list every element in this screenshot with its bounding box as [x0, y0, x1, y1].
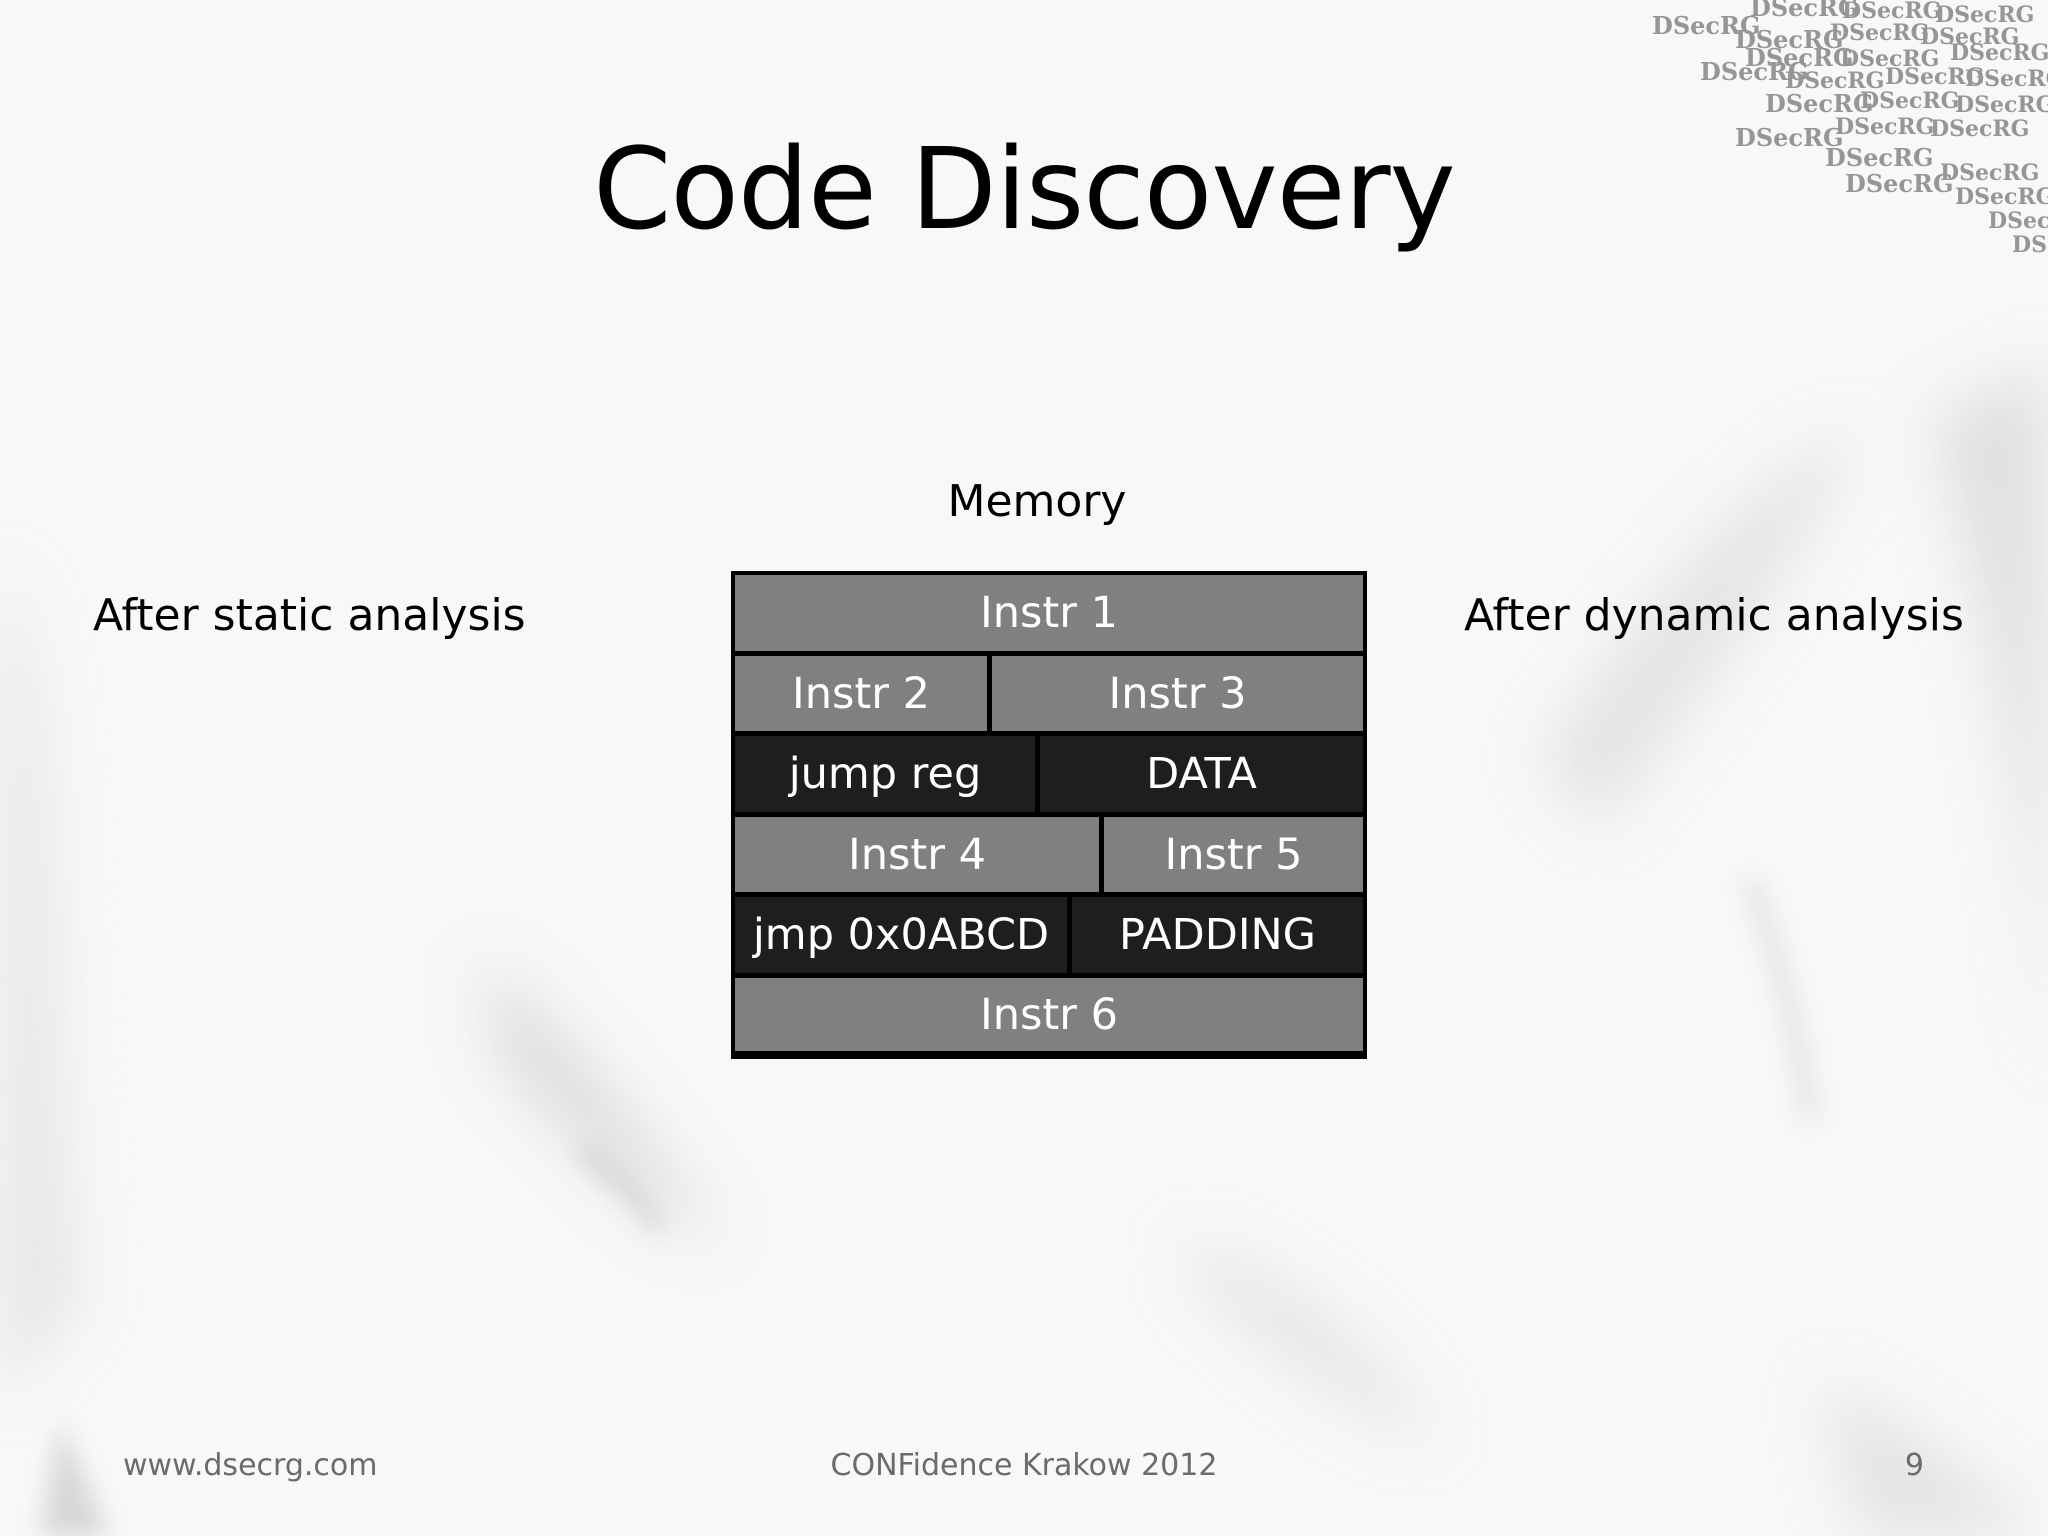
svg-text:DSecRG: DSecRG	[1845, 169, 1953, 198]
memory-label: Memory	[947, 476, 1127, 527]
svg-text:DSecRG: DSecRG	[1785, 68, 1884, 94]
slide-title: Code Discovery	[593, 125, 1456, 255]
svg-text:DSecRG: DSecRG	[1965, 66, 2048, 92]
footer-event: CONFidence Krakow 2012	[830, 1448, 1218, 1483]
svg-text:DSecRG: DSecRG	[1830, 20, 1929, 46]
memory-block-padding: PADDING	[1072, 897, 1363, 973]
svg-text:DSecRG: DSecRG	[1920, 24, 2019, 50]
memory-block-jmp-address: jmp 0x0ABCD	[735, 897, 1067, 973]
svg-text:DSecRG: DSecRG	[1835, 114, 1934, 140]
memory-block-instr-6: Instr 6	[735, 978, 1363, 1051]
svg-text:DSecRG: DSecRG	[1955, 184, 2048, 210]
memory-row: jump reg DATA	[735, 736, 1363, 812]
svg-text:DSecRG: DSecRG	[1750, 0, 1858, 22]
memory-block-instr-3: Instr 3	[992, 656, 1363, 731]
svg-text:DSecRG: DSecRG	[1652, 11, 1760, 40]
memory-block-jump-reg: jump reg	[735, 736, 1035, 812]
memory-block-instr-5: Instr 5	[1104, 817, 1363, 892]
svg-text:DSecRG: DSecRG	[1950, 40, 2048, 66]
memory-row: Instr 4 Instr 5	[735, 817, 1363, 892]
svg-text:DSecRG: DSecRG	[1840, 46, 1939, 72]
footer-website: www.dsecrg.com	[123, 1448, 378, 1483]
dsecrg-watermark-logo: DSecRG DSecRG DSecRG DSecRG DSecRG DSecR…	[1652, 0, 2048, 258]
memory-layout-diagram: Instr 1 Instr 2 Instr 3 jump reg DATA In…	[731, 571, 1367, 1059]
svg-text:DSecRG: DSecRG	[1842, 0, 1941, 24]
memory-block-instr-1: Instr 1	[735, 575, 1363, 651]
svg-text:DSecRG: DSecRG	[1745, 43, 1853, 72]
svg-text:DSecRG: DSecRG	[1988, 208, 2048, 234]
svg-text:DSecRG: DSecRG	[1735, 25, 1843, 54]
memory-block-data: DATA	[1040, 736, 1363, 812]
slide-number: 9	[1904, 1448, 1924, 1483]
static-analysis-label: After static analysis	[93, 590, 526, 641]
dynamic-analysis-label: After dynamic analysis	[1464, 590, 1964, 641]
memory-row: Instr 2 Instr 3	[735, 656, 1363, 731]
svg-text:DSecRG: DSecRG	[1940, 160, 2039, 186]
memory-block-instr-2: Instr 2	[735, 656, 987, 731]
svg-text:DSecRG: DSecRG	[1935, 2, 2034, 28]
svg-text:DSecRG: DSecRG	[1700, 57, 1808, 86]
svg-text:DSecRG: DSecRG	[1885, 64, 1984, 90]
svg-text:DSecRG: DSecRG	[1735, 123, 1843, 152]
svg-text:DSecRG: DSecRG	[1765, 89, 1873, 118]
memory-block-instr-4: Instr 4	[735, 817, 1099, 892]
memory-row: Instr 1	[735, 575, 1363, 651]
memory-row: jmp 0x0ABCD PADDING	[735, 897, 1363, 973]
svg-text:DSecRG: DSecRG	[2012, 232, 2048, 258]
svg-text:DSecRG: DSecRG	[1860, 88, 1959, 114]
svg-text:DSecRG: DSecRG	[1825, 143, 1933, 172]
svg-text:DSecRG: DSecRG	[1955, 92, 2048, 118]
svg-text:DSecRG: DSecRG	[1930, 116, 2029, 142]
memory-row: Instr 6	[735, 978, 1363, 1051]
